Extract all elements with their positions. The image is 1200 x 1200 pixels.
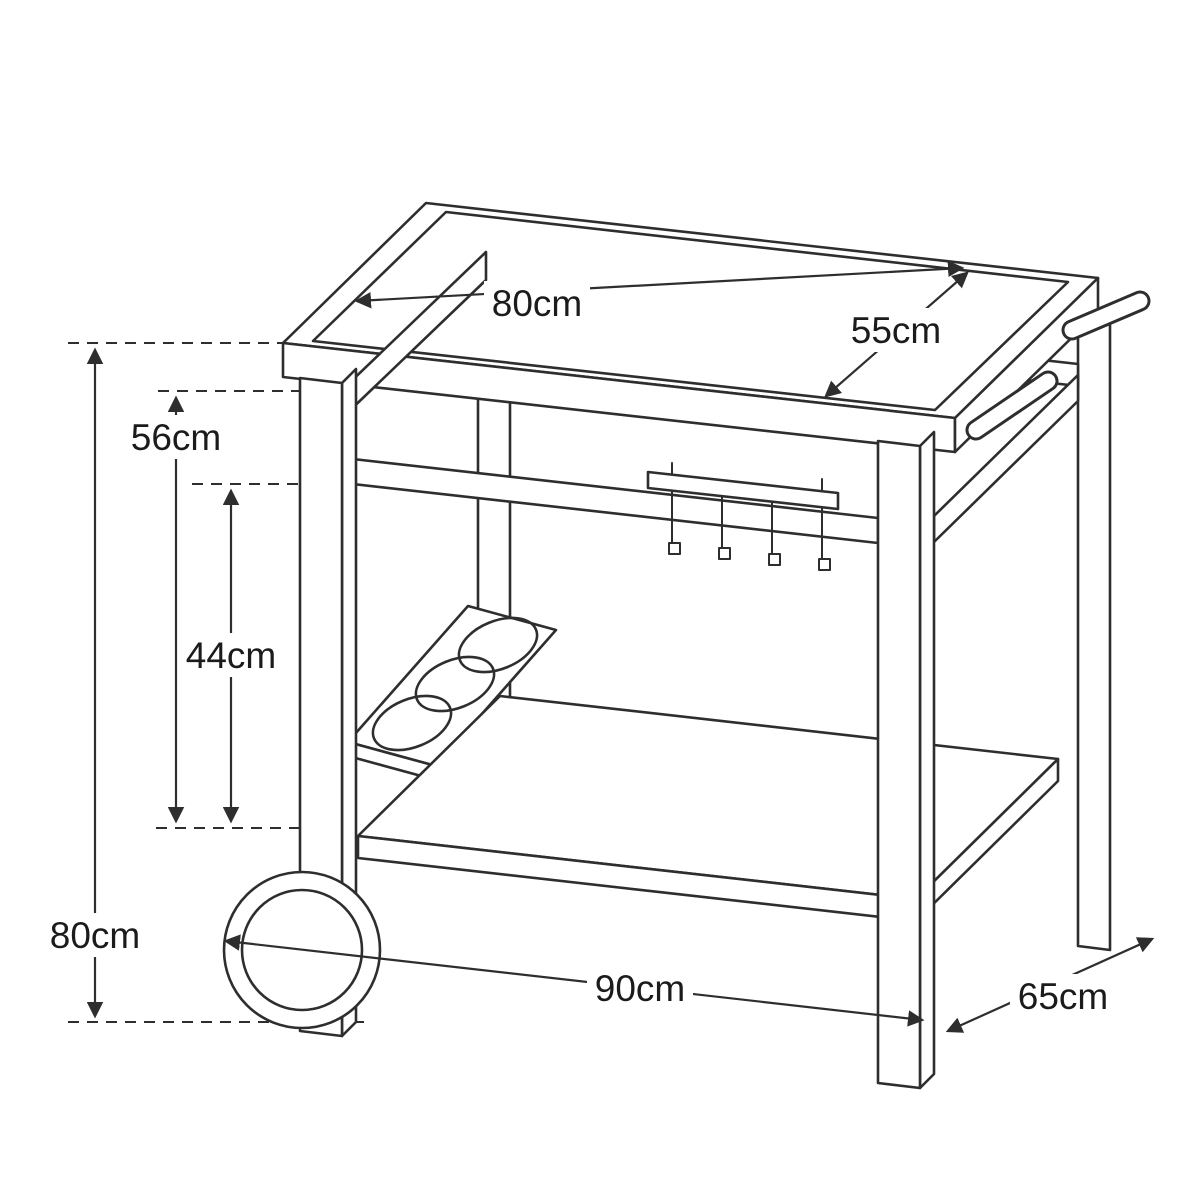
svg-text:65cm: 65cm [1018, 976, 1108, 1017]
utensil-hooks [668, 490, 831, 571]
hook-bar [646, 462, 840, 571]
bottle-hole [457, 616, 539, 674]
dimension-label-top-depth: 55cm [843, 308, 949, 352]
dimension-label-middle-height: 44cm [178, 633, 284, 677]
dimension-label-overall-height: 80cm [42, 913, 148, 957]
tabletop [281, 201, 1100, 454]
dimension-label-overall-width: 90cm [587, 966, 693, 1010]
dimension-label-top-width: 80cm [484, 281, 590, 325]
hook-rail [646, 470, 840, 511]
bottle-holder-shelf [346, 604, 558, 782]
dimension-label-upper-height: 56cm [123, 415, 229, 459]
front-right-leg [876, 430, 936, 1090]
hook-tip [718, 547, 731, 560]
dimension-label-overall-depth: 65cm [1010, 974, 1116, 1018]
back-right-leg [1076, 310, 1112, 952]
svg-text:55cm: 55cm [851, 310, 941, 351]
svg-text:80cm: 80cm [50, 915, 140, 956]
svg-text:90cm: 90cm [595, 968, 685, 1009]
svg-text:56cm: 56cm [131, 417, 221, 458]
dimension-line-overall-width [223, 934, 925, 1027]
cart-drawing [222, 201, 1151, 1090]
hook-tip [768, 553, 781, 566]
hook-tip [668, 542, 681, 555]
bottle-hole [371, 694, 453, 752]
tabletop-inner-rim [311, 210, 1070, 412]
hook-tip [818, 558, 831, 571]
svg-text:44cm: 44cm [186, 635, 276, 676]
svg-text:80cm: 80cm [492, 283, 582, 324]
bottle-hole [414, 655, 496, 713]
dimensions: 80cm 55cm 56cm 44cm 80cm 90cm 65cm [42, 260, 1155, 1033]
push-handle [965, 290, 1151, 441]
